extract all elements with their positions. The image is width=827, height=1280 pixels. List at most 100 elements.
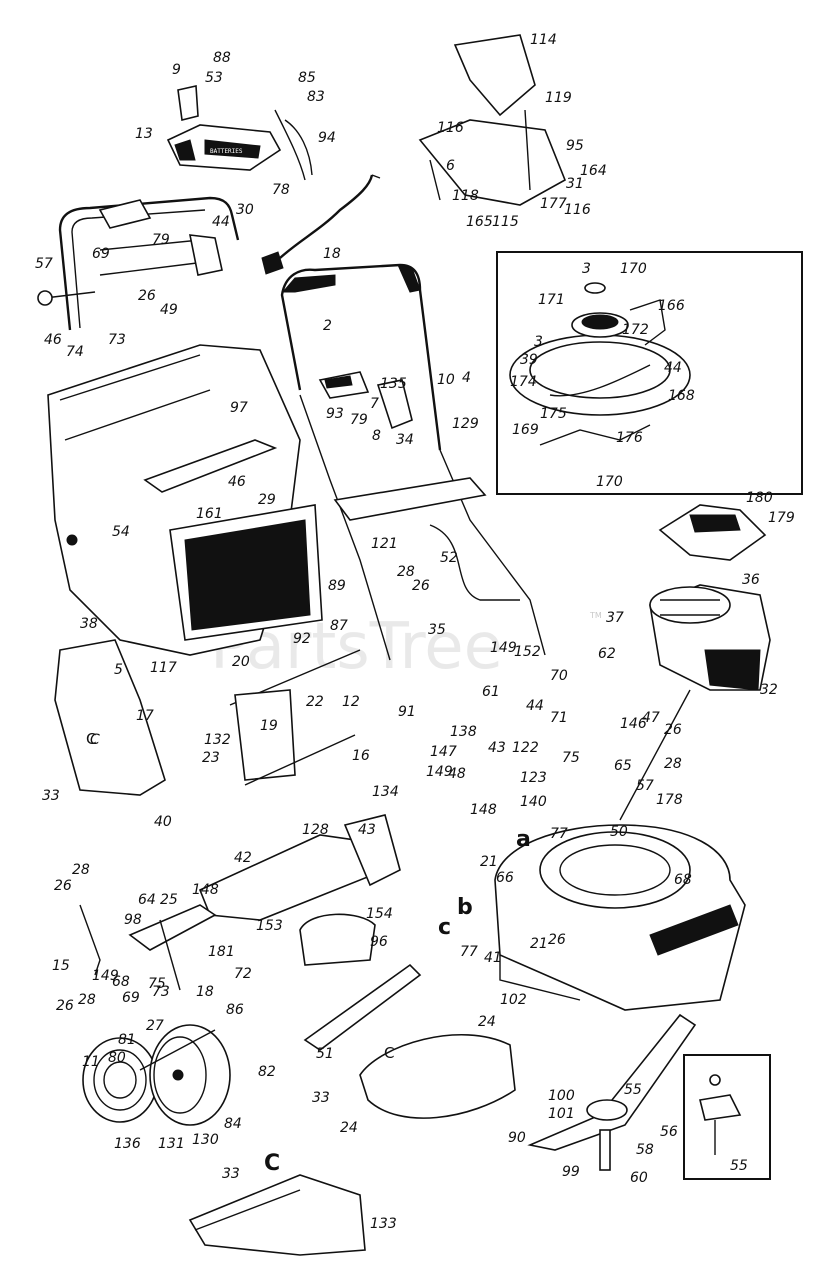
part-label: 68 (112, 974, 130, 990)
part-label: 3 (534, 334, 543, 350)
part-label: 73 (152, 984, 170, 1000)
part-label: 17 (136, 708, 154, 724)
part-label: 33 (312, 1090, 330, 1106)
part-label: 152 (514, 644, 541, 660)
callout-letter-c-chute: C (384, 1044, 394, 1062)
part-label: 91 (398, 704, 416, 720)
part-label: 40 (154, 814, 172, 830)
part-label: 55 (624, 1082, 642, 1098)
callout-letter-a: a (516, 827, 531, 852)
part-label: 50 (610, 824, 628, 840)
part-label: 60 (630, 1170, 648, 1186)
part-label: 99 (562, 1164, 580, 1180)
part-label: 13 (135, 126, 153, 142)
part-label: 79 (152, 232, 170, 248)
part-label: 69 (92, 246, 110, 262)
part-label: 118 (452, 188, 479, 204)
part-label: 153 (256, 918, 283, 934)
part-label: 62 (598, 646, 616, 662)
part-label: 21 (480, 854, 498, 870)
part-label: 66 (496, 870, 514, 886)
part-label: 178 (656, 792, 683, 808)
part-label: 165 (466, 214, 493, 230)
part-label: 93 (326, 406, 344, 422)
part-label: 75 (562, 750, 580, 766)
part-label: 5 (114, 662, 123, 678)
mower-deck (494, 824, 746, 1011)
drive-cover-assembly (418, 34, 567, 206)
part-label: 81 (118, 1032, 136, 1048)
part-label: 180 (746, 490, 773, 506)
part-label: 94 (318, 130, 336, 146)
part-label: 43 (358, 822, 376, 838)
part-label: 136 (114, 1136, 141, 1152)
part-label: 53 (205, 70, 223, 86)
part-label: 20 (232, 654, 250, 670)
part-label: 26 (138, 288, 156, 304)
part-label: C (90, 732, 100, 748)
part-label: 2 (323, 318, 332, 334)
part-label: 39 (520, 352, 538, 368)
height-adjuster (79, 904, 217, 991)
part-label: 130 (192, 1132, 219, 1148)
part-label: 117 (150, 660, 177, 676)
part-label: 23 (202, 750, 220, 766)
part-label: 128 (302, 822, 329, 838)
part-label: 149 (490, 640, 517, 656)
part-label: 175 (540, 406, 567, 422)
part-label: 71 (550, 710, 568, 726)
inset-box (496, 251, 803, 495)
battery-label: BATTERIES (210, 148, 243, 155)
part-label: 26 (412, 578, 430, 594)
part-label: 52 (440, 550, 458, 566)
part-label: 97 (230, 400, 248, 416)
part-label: 170 (596, 474, 623, 490)
part-label: 21 (530, 936, 548, 952)
part-label: 57 (636, 778, 654, 794)
part-label: 78 (272, 182, 290, 198)
control-cable (429, 524, 520, 601)
part-label: 28 (72, 862, 90, 878)
part-label: 140 (520, 794, 547, 810)
part-label: 85 (298, 70, 316, 86)
charger-cord (261, 174, 381, 275)
callout-letter-c: c (438, 915, 451, 940)
part-label: 64 (138, 892, 156, 908)
part-label: 115 (492, 214, 519, 230)
part-label: 28 (397, 564, 415, 580)
part-label: 10 (437, 372, 455, 388)
part-label: 73 (108, 332, 126, 348)
part-label: 132 (204, 732, 231, 748)
part-label: 171 (538, 292, 565, 308)
part-label: 49 (160, 302, 178, 318)
part-label: 6 (446, 158, 455, 174)
part-label: 34 (396, 432, 414, 448)
part-label: 95 (566, 138, 584, 154)
part-label: 25 (160, 892, 178, 908)
part-label: 44 (526, 698, 544, 714)
part-label: 36 (742, 572, 760, 588)
side-chute (188, 1033, 516, 1256)
part-label: 129 (452, 416, 479, 432)
part-label: 119 (545, 90, 572, 106)
part-label: 28 (78, 992, 96, 1008)
part-label: 174 (510, 374, 537, 390)
part-label: 154 (366, 906, 393, 922)
part-label: 27 (146, 1018, 164, 1034)
part-label: 88 (213, 50, 231, 66)
part-label: 164 (580, 163, 607, 179)
part-label: 114 (530, 32, 557, 48)
blade-adapter-inset (683, 1054, 771, 1180)
part-label: 79 (350, 412, 368, 428)
part-label: 11 (82, 1054, 100, 1070)
part-label: 12 (342, 694, 360, 710)
main-handle (280, 263, 546, 661)
part-label: 100 (548, 1088, 575, 1104)
part-label: 29 (258, 492, 276, 508)
part-label: 138 (450, 724, 477, 740)
engine (619, 504, 771, 821)
part-label: 41 (484, 950, 502, 966)
part-label: 148 (192, 882, 219, 898)
part-label: 24 (340, 1120, 358, 1136)
callout-letter-b: b (457, 895, 473, 920)
